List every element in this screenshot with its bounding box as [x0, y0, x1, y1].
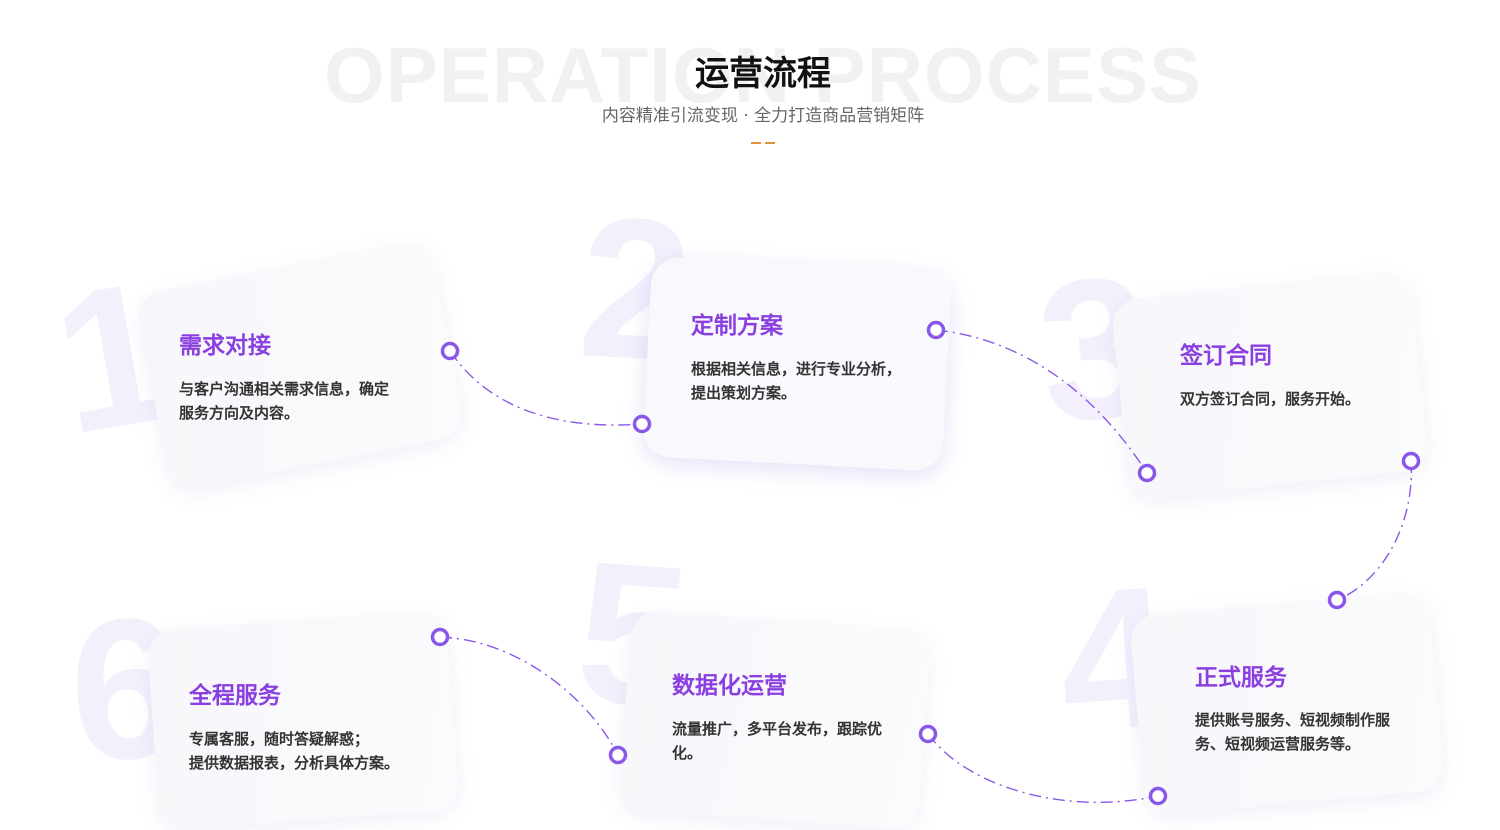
step-6-desc-line: 专属客服，随时答疑解惑；: [189, 730, 370, 748]
step-3-desc-line: 双方签订合同，服务开始。: [1180, 390, 1361, 408]
title-underline: [751, 142, 777, 144]
connector-node: [1148, 786, 1168, 806]
step-6-title: 全程服务: [189, 683, 281, 709]
step-4-desc-line: 务、短视频运营服务等。: [1195, 735, 1361, 753]
connector-5-6: [439, 636, 619, 756]
step-4-desc: 提供账号服务、短视频制作服 务、短视频运营服务等。: [1195, 708, 1390, 756]
step-1-desc: 与客户沟通相关需求信息，确定 服务方向及内容。: [179, 377, 389, 425]
step-5-title: 数据化运营: [672, 673, 787, 699]
connector-1-2: [449, 350, 643, 426]
step-6-desc-line: 提供数据报表，分析具体方案。: [189, 754, 400, 772]
step-1-desc-line: 服务方向及内容。: [179, 404, 300, 422]
background-watermark-text: OPERATION PROCESS: [323, 31, 1202, 119]
connector-node: [440, 341, 460, 361]
step-5-desc-line: 化。: [672, 744, 703, 762]
step-6-desc: 专属客服，随时答疑解惑； 提供数据报表，分析具体方案。: [189, 727, 399, 775]
connector-node: [918, 724, 938, 744]
connector-2-3: [935, 329, 1148, 474]
step-3-title: 签订合同: [1180, 343, 1272, 369]
connector-node: [632, 414, 652, 434]
step-2-title: 定制方案: [691, 313, 783, 339]
step-4-desc-line: 提供账号服务、短视频制作服: [1195, 711, 1391, 729]
connector-node: [608, 745, 628, 765]
step-2-desc-line: 根据相关信息，进行专业分析，: [691, 360, 902, 378]
step-5-desc-line: 流量推广，多平台发布，跟踪优: [672, 720, 883, 738]
connector-node: [430, 627, 450, 647]
connector-4-5: [927, 733, 1159, 803]
step-2-desc: 根据相关信息，进行专业分析， 提出策划方案。: [691, 357, 901, 405]
connector-node: [1401, 451, 1421, 471]
step-1-title: 需求对接: [179, 333, 271, 359]
connector-node: [1137, 463, 1157, 483]
page-subtitle: 内容精准引流变现 · 全力打造商品营销矩阵: [601, 106, 925, 126]
connector-3-4: [1336, 460, 1413, 601]
step-2-desc-line: 提出策划方案。: [691, 384, 797, 402]
page-title: 运营流程: [695, 54, 831, 94]
connector-node: [1327, 590, 1347, 610]
step-5-desc: 流量推广，多平台发布，跟踪优 化。: [672, 717, 882, 765]
step-1-desc-line: 与客户沟通相关需求信息，确定: [179, 380, 390, 398]
step-3-desc: 双方签订合同，服务开始。: [1180, 387, 1360, 411]
step-4-title: 正式服务: [1195, 665, 1287, 691]
connector-node: [926, 320, 946, 340]
